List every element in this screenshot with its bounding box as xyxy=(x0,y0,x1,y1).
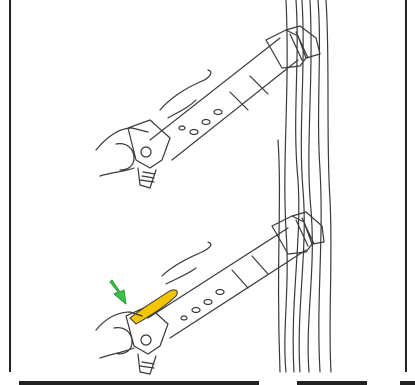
hand-bottom xyxy=(96,242,211,358)
curtain xyxy=(278,0,331,372)
vacuum-wand-top xyxy=(128,26,320,188)
green-arrow-icon xyxy=(110,280,126,304)
release-trigger-highlight xyxy=(130,290,177,324)
